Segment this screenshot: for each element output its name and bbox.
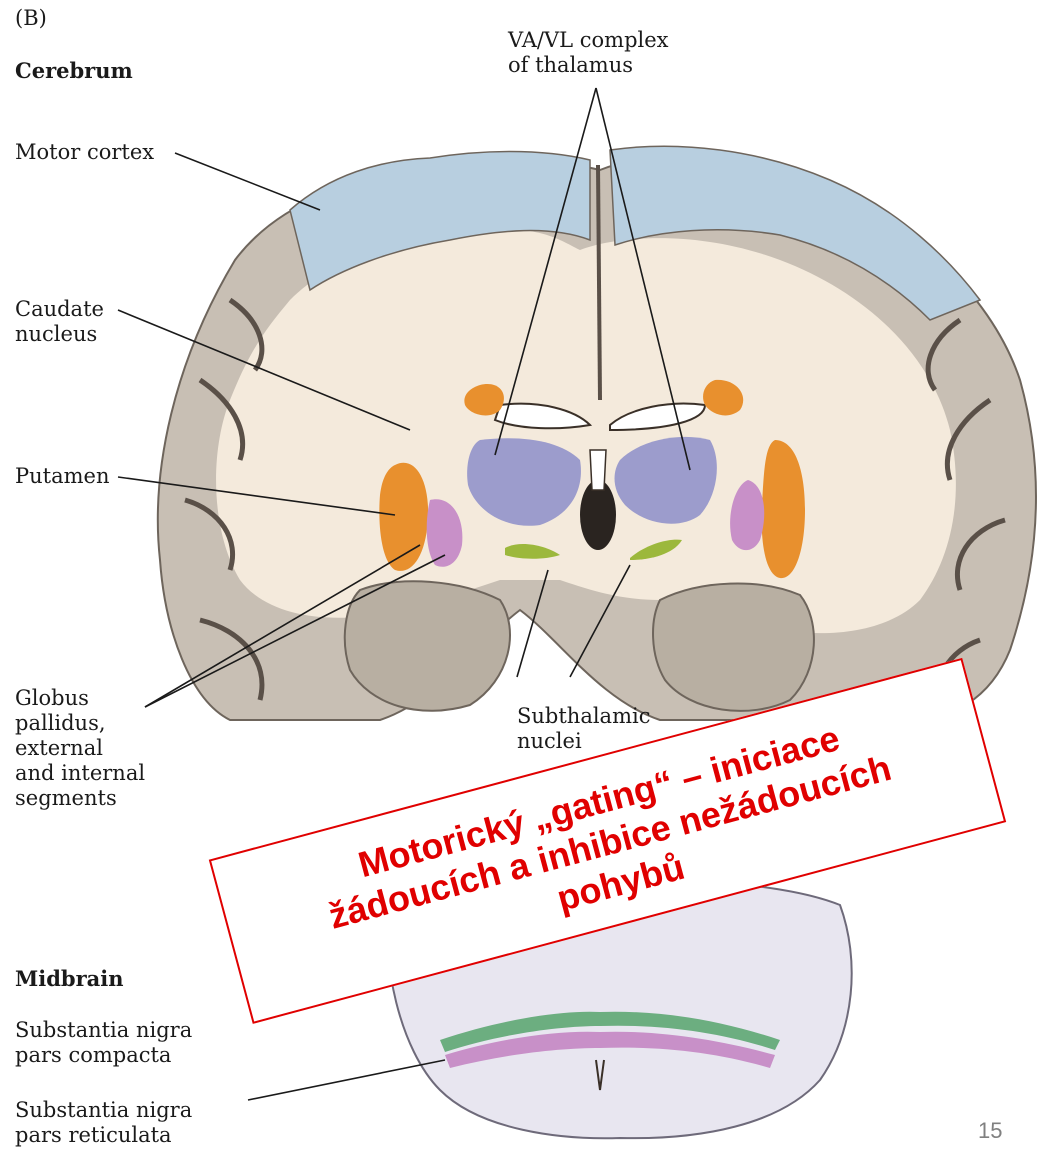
snr-label: Substantia nigra pars reticulata — [15, 1098, 192, 1148]
third-ventricle-upper — [590, 450, 606, 490]
panel-label: (B) — [15, 6, 47, 31]
va-vl-label: VA/VL complex of thalamus — [508, 28, 669, 78]
subthalamic-label: Subthalamic nuclei — [517, 704, 650, 754]
longitudinal-fissure — [598, 165, 600, 400]
putamen-label: Putamen — [15, 464, 109, 489]
midbrain-heading: Midbrain — [15, 966, 124, 991]
slide-number: 15 — [978, 1118, 1002, 1144]
motor-cortex-label: Motor cortex — [15, 140, 154, 165]
temporal-lobe-left — [345, 581, 510, 711]
snc-label: Substantia nigra pars compacta — [15, 1018, 192, 1068]
midbrain — [387, 878, 851, 1138]
caudate-label: Caudate nucleus — [15, 297, 104, 347]
cerebrum-heading: Cerebrum — [15, 58, 133, 83]
temporal-lobe-right — [653, 584, 814, 711]
globus-pallidus-label: Globus pallidus, external and internal s… — [15, 686, 145, 811]
